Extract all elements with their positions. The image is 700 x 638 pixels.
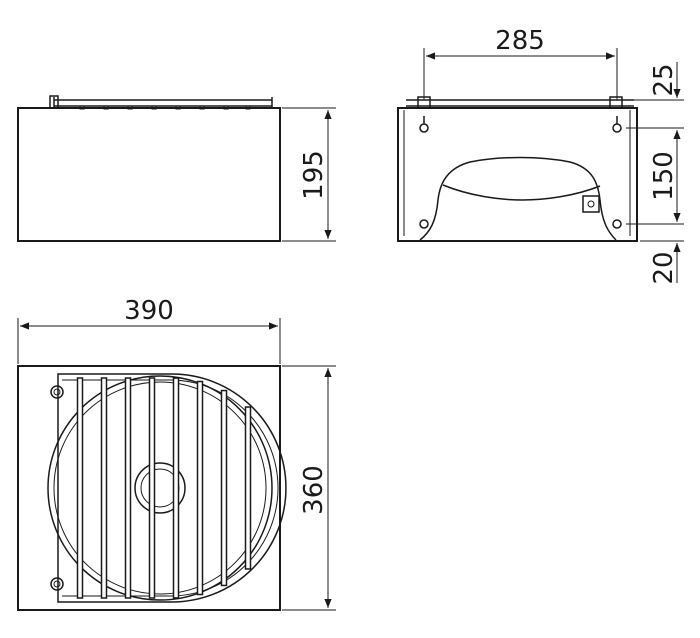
grid-bar [148,377,156,599]
dimension-chain-right: 25 150 20 [626,62,684,285]
dimension-label-360: 360 [299,465,329,515]
drain-outer [134,462,186,514]
dimension-360: 360 [282,365,336,611]
front-arch-opening [419,156,617,241]
grid-bars [76,377,252,599]
grid-bar [220,389,228,587]
dimension-label-195: 195 [299,150,329,200]
side-view-top-rail [49,95,273,110]
grid-bar [244,406,252,570]
dimension-label-25: 25 [649,63,679,96]
dimension-label-20: 20 [649,251,679,284]
keyhole-left [419,116,429,133]
grid-bar [76,377,84,599]
front-view: 285 25 150 20 [397,26,684,285]
grid-bar [124,377,132,599]
dimension-label-150: 150 [649,151,679,201]
top-view: 390 360 [17,296,336,611]
dimension-label-285: 285 [495,26,545,56]
basket-outline [57,373,287,603]
grid-bar [100,377,108,599]
dimension-390: 390 [17,296,281,364]
bowl-rim [47,375,273,601]
dimension-195: 195 [282,107,336,242]
grid-bar [172,377,180,599]
dimension-285: 285 [423,26,618,100]
side-view: 195 [17,95,336,242]
grid-bar [196,380,204,596]
dimension-label-390: 390 [124,296,174,326]
keyhole-right [612,116,622,133]
